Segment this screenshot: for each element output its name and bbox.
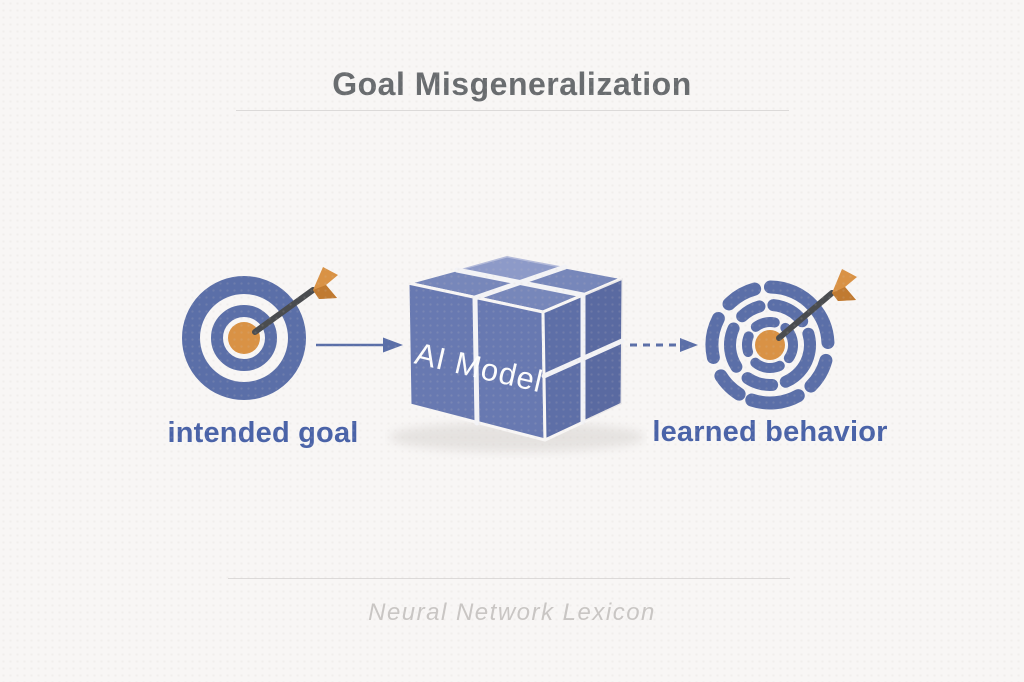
cube-grooves	[454, 264, 625, 426]
ai-model-cube-icon: AI Model	[389, 254, 645, 452]
page-title: Goal Misgeneralization	[332, 66, 692, 102]
fragmented-target-icon	[705, 269, 857, 410]
intended-goal-label: intended goal	[167, 417, 359, 449]
arrow-in-target-icon	[776, 269, 857, 341]
cube-shadow	[389, 422, 645, 452]
dashed-flow-arrow-icon	[630, 338, 698, 352]
bullseye-target-icon	[182, 267, 338, 400]
bullseye-rings	[182, 276, 306, 400]
arrow-in-target-icon	[252, 267, 338, 335]
solid-flow-arrow-icon	[316, 337, 403, 353]
cube-faces	[406, 254, 625, 442]
title-divider	[236, 110, 789, 111]
fragmented-rings	[705, 280, 835, 410]
footer-divider	[228, 578, 790, 579]
learned-behavior-label: learned behavior	[652, 416, 888, 448]
footer-caption: Neural Network Lexicon	[368, 599, 656, 626]
